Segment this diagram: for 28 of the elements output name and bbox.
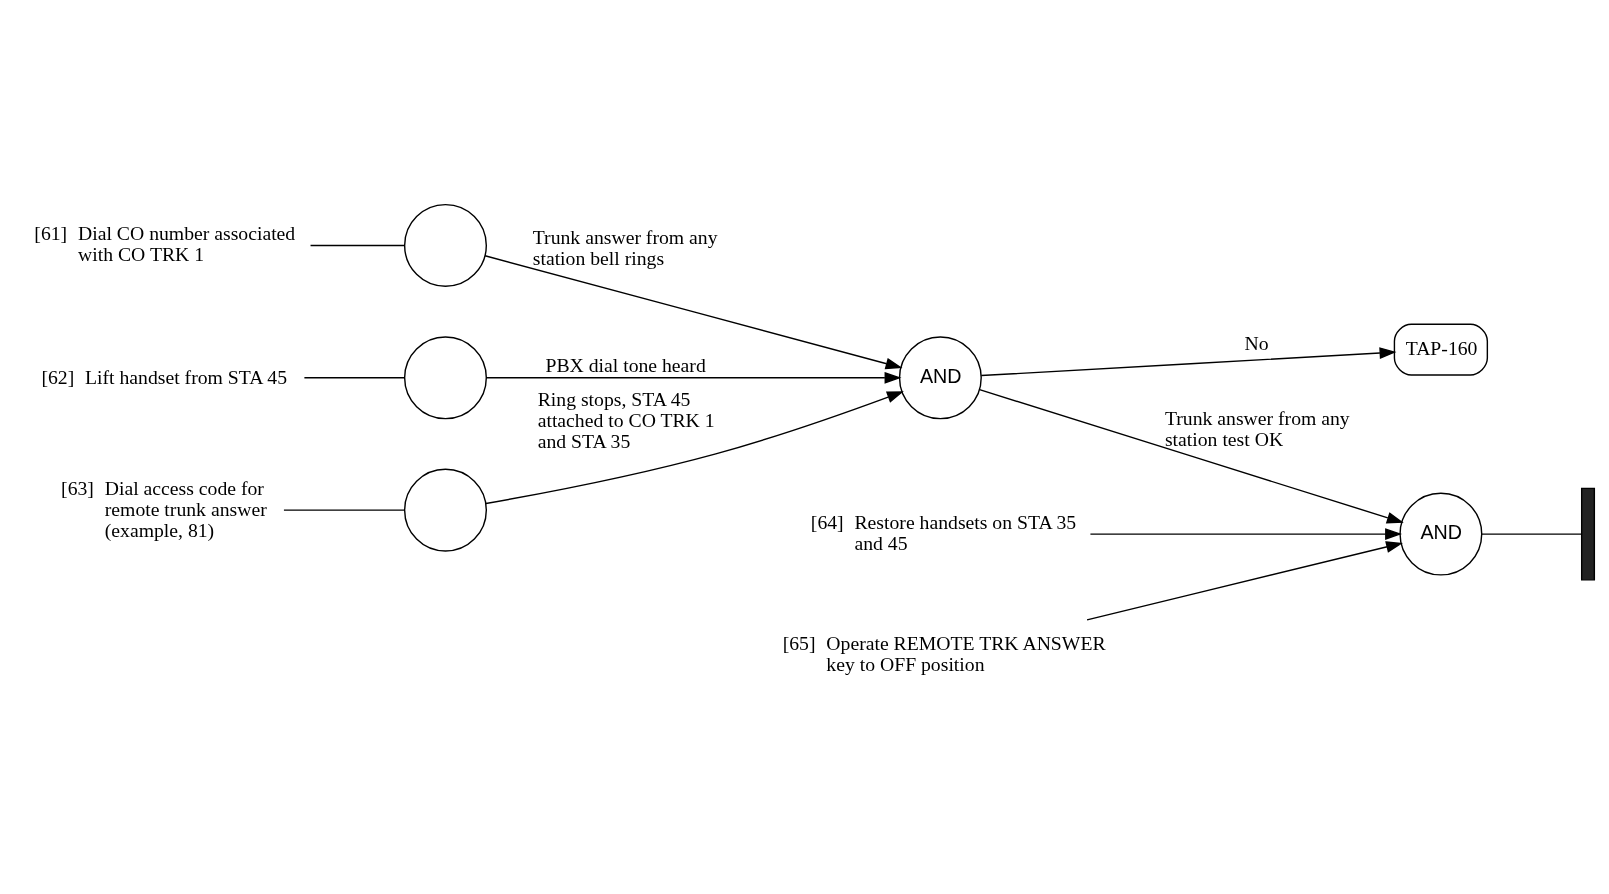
connector xyxy=(309,244,406,246)
arrow xyxy=(484,254,903,369)
arrow xyxy=(485,390,904,504)
connector xyxy=(303,376,405,378)
connector xyxy=(283,508,405,511)
edge-label: No xyxy=(1244,331,1269,354)
node-text: [63] Dial access code for remote trunk answer (example, 81) xyxy=(61,476,267,541)
arrow xyxy=(485,371,902,384)
node-circle: AND xyxy=(898,335,982,419)
arrow xyxy=(978,388,1404,523)
node-circle xyxy=(403,203,487,287)
node-circle: AND xyxy=(1399,492,1483,576)
connector xyxy=(1481,532,1583,535)
node-text: [65] Operate REMOTE TRK ANSWER key to OFF position xyxy=(782,631,1106,675)
edge-label: Trunk answer from any station bell rings xyxy=(532,225,718,269)
node-bar xyxy=(1580,487,1596,581)
arrow xyxy=(980,346,1397,376)
node-circle xyxy=(403,335,487,419)
arrow xyxy=(1089,527,1403,540)
node-text: [64] Restore handsets on STA 35 and 45 xyxy=(810,510,1077,554)
node-text: [62] Lift handset from STA 45 xyxy=(41,365,288,388)
node-text: [61] Dial CO number associated with CO TRK 1 xyxy=(34,221,296,265)
arrow xyxy=(1086,540,1403,621)
node-box: TAP-160 xyxy=(1393,323,1489,376)
edge-label: Ring stops, STA 45 attached to CO TRK 1 and STA 35 xyxy=(537,387,715,452)
node-circle xyxy=(403,468,487,552)
edge-label: PBX dial tone heard xyxy=(545,353,706,376)
edge-label: Trunk answer from any station test OK xyxy=(1164,406,1350,450)
